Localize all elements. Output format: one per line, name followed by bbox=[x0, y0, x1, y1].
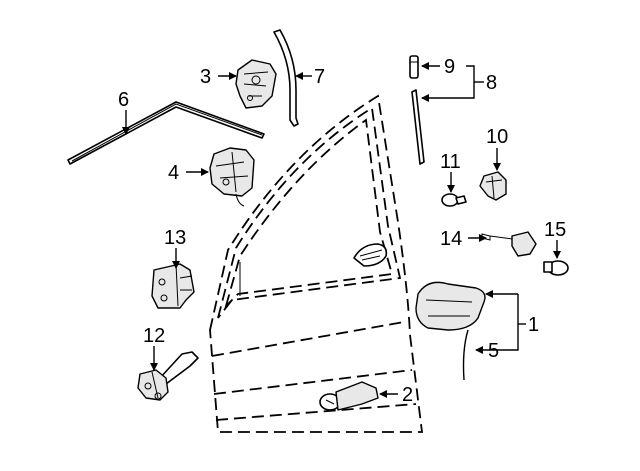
callout-6: 6 bbox=[118, 89, 129, 111]
part-4-door-latch bbox=[209, 147, 255, 207]
callout-7: 7 bbox=[314, 66, 325, 88]
callout-15: 15 bbox=[544, 219, 566, 241]
callout-3: 3 bbox=[200, 66, 211, 88]
part-8-rod bbox=[411, 89, 425, 165]
front-door-outline bbox=[209, 94, 424, 433]
callout-13: 13 bbox=[164, 227, 186, 249]
part-13-upper-hinge bbox=[151, 263, 195, 309]
part-2-lock-cylinder bbox=[319, 381, 379, 411]
callout-4: 4 bbox=[168, 162, 179, 184]
part-10-bracket bbox=[479, 171, 507, 201]
callout-2: 2 bbox=[402, 384, 413, 406]
callout-labels: 1 2 3 4 5 6 7 8 9 10 11 12 13 14 15 bbox=[118, 56, 566, 406]
door-handle-recess bbox=[353, 243, 388, 267]
leader-lines bbox=[122, 62, 561, 398]
callout-11: 11 bbox=[440, 151, 461, 173]
part-1-outside-handle bbox=[415, 281, 486, 331]
part-15-bolt bbox=[543, 260, 569, 276]
part-5-handle-rod bbox=[462, 329, 469, 381]
callout-8: 8 bbox=[486, 72, 497, 94]
callout-12: 12 bbox=[143, 325, 165, 347]
part-12-door-check bbox=[137, 351, 199, 401]
callout-14: 14 bbox=[440, 228, 462, 250]
part-11-bolt bbox=[441, 193, 467, 207]
part-6-trim-strip bbox=[67, 101, 265, 165]
callout-9: 9 bbox=[444, 56, 455, 78]
callout-1: 1 bbox=[528, 314, 539, 336]
callout-10: 10 bbox=[486, 126, 508, 148]
part-9-grommet bbox=[409, 55, 419, 79]
part-7-lock-rod bbox=[273, 29, 299, 127]
part-3-lock-actuator bbox=[235, 59, 277, 109]
part-14-linkage bbox=[481, 231, 537, 257]
callout-5: 5 bbox=[488, 340, 499, 362]
